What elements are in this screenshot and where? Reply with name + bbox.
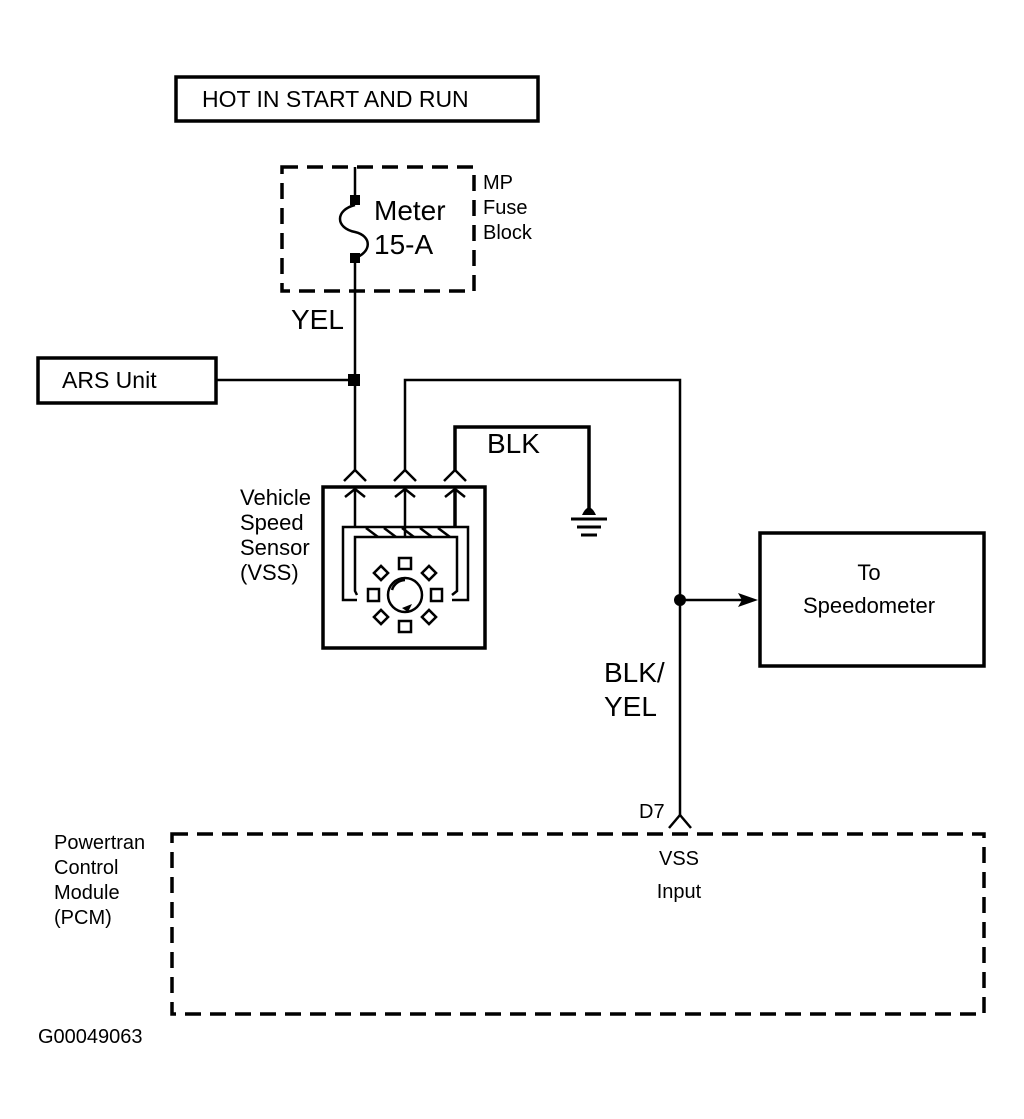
figure-id: G00049063 bbox=[38, 1026, 143, 1048]
splice-ars bbox=[348, 374, 360, 386]
fuse-terminal-bottom bbox=[350, 253, 360, 263]
fuse-block-label-1: MP bbox=[483, 172, 513, 194]
speedometer-label-1: To bbox=[857, 560, 880, 585]
fuse-block-label-2: Fuse bbox=[483, 197, 527, 219]
power-source-label: HOT IN START AND RUN bbox=[202, 86, 469, 112]
ars-unit: ARS Unit bbox=[36, 356, 350, 405]
coil-icon bbox=[365, 527, 451, 538]
pcm-label-3: Module bbox=[54, 882, 120, 904]
blk-yel-label-1: BLK/ bbox=[604, 657, 665, 688]
vss-label-2: Speed bbox=[240, 510, 304, 535]
vehicle-speed-sensor: Vehicle Speed Sensor (VSS) bbox=[240, 485, 487, 650]
fuse-block: Meter 15-A MP Fuse Block bbox=[280, 165, 533, 293]
pcm-label-1: Powertran bbox=[54, 832, 145, 854]
fuse-rating: 15-A bbox=[374, 229, 433, 260]
vss-connectors bbox=[343, 468, 467, 482]
reluctor-wheel-icon bbox=[366, 556, 444, 634]
pcm-label-2: Control bbox=[54, 857, 118, 879]
vss-label-4: (VSS) bbox=[240, 560, 299, 585]
yel-wire: YEL bbox=[291, 263, 360, 470]
blk-yel-label-2: YEL bbox=[604, 691, 657, 722]
pcm-pin-label: D7 bbox=[639, 801, 665, 823]
power-source-box: HOT IN START AND RUN bbox=[174, 75, 540, 123]
blk-wire-label: BLK bbox=[487, 428, 540, 459]
fuse-terminal-top bbox=[350, 195, 360, 205]
blk-ground-wire: BLK bbox=[453, 425, 607, 537]
connector-icon bbox=[393, 468, 417, 482]
speedometer-box: To Speedometer bbox=[758, 531, 986, 668]
vss-label-1: Vehicle bbox=[240, 485, 311, 510]
fuse-icon bbox=[338, 203, 369, 260]
connector-icon bbox=[443, 468, 467, 482]
vss-input-label-2: Input bbox=[657, 881, 702, 903]
speedometer-label-2: Speedometer bbox=[803, 593, 935, 618]
fuse-block-label-3: Block bbox=[483, 222, 533, 244]
ars-unit-label: ARS Unit bbox=[62, 367, 157, 393]
pcm-connector-icon bbox=[668, 813, 692, 829]
yel-wire-label: YEL bbox=[291, 304, 344, 335]
vss-label-3: Sensor bbox=[240, 535, 310, 560]
fuse-name: Meter bbox=[374, 195, 446, 226]
ground-icon bbox=[571, 507, 607, 537]
connector-icon bbox=[343, 468, 367, 482]
pcm-label-4: (PCM) bbox=[54, 907, 112, 929]
signal-wire: BLK/ YEL bbox=[403, 378, 758, 815]
arrow-icon bbox=[738, 593, 758, 607]
vss-input-label-1: VSS bbox=[659, 848, 699, 870]
pcm: D7 Powertran Control Module (PCM) VSS In… bbox=[54, 801, 986, 1016]
